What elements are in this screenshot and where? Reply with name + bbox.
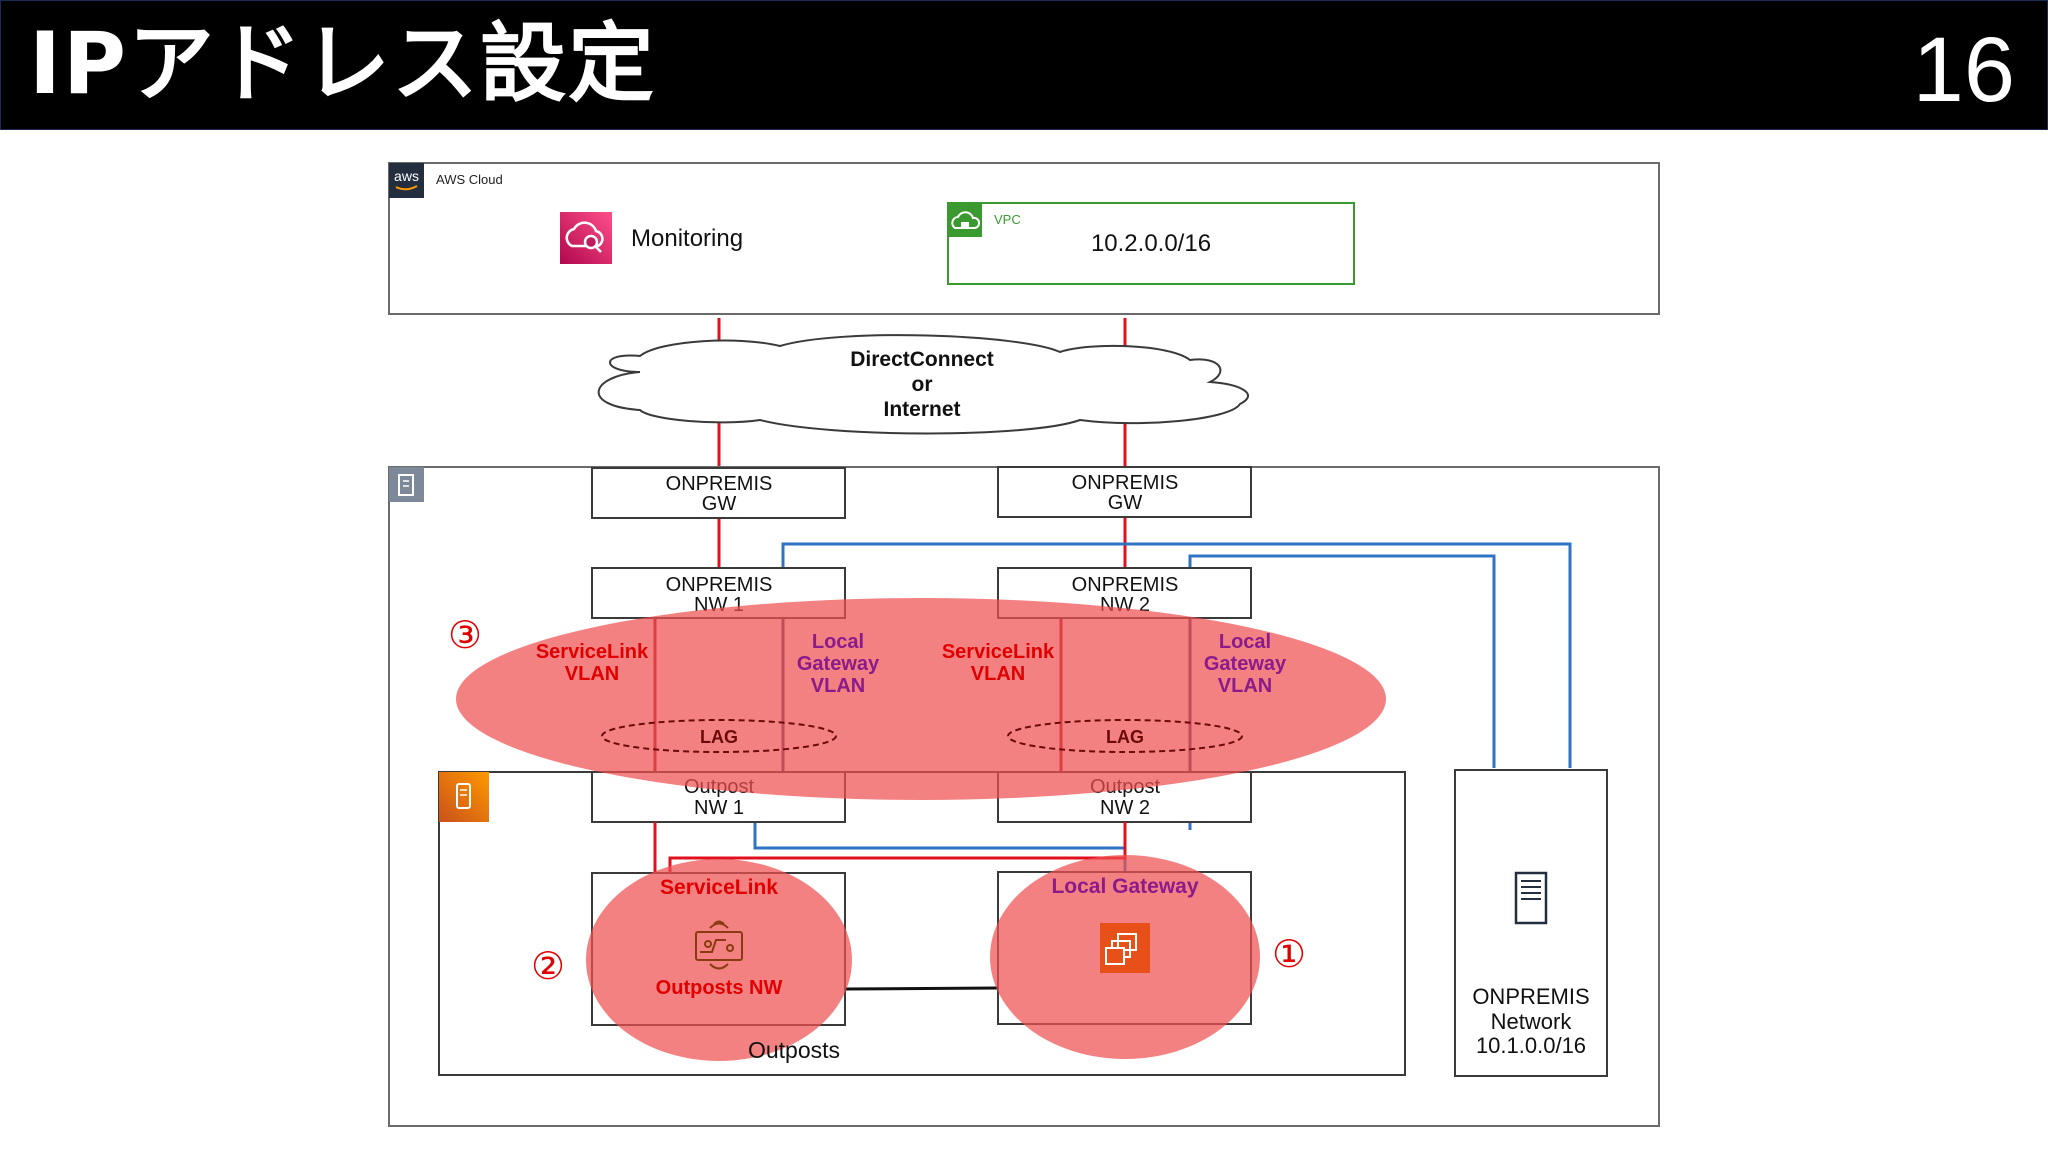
svg-text:ONPREMIS: ONPREMIS xyxy=(666,574,773,596)
svg-text:Local: Local xyxy=(812,631,864,653)
vpc-cidr: 10.2.0.0/16 xyxy=(1091,230,1211,257)
monitoring-label: Monitoring xyxy=(631,225,743,252)
ec2-instances-icon xyxy=(1100,923,1150,973)
wan-cloud: DirectConnect or Internet xyxy=(597,334,1249,435)
monitoring-icon xyxy=(560,212,612,264)
svg-text:ServiceLink: ServiceLink xyxy=(942,641,1055,663)
wan-line2: or xyxy=(912,373,933,396)
onprem-server-box: ONPREMIS Network 10.1.0.0/16 xyxy=(1454,769,1608,1077)
localgw-vlan-label-1: Local Gateway VLAN xyxy=(797,631,880,697)
svg-text:aws: aws xyxy=(394,168,419,184)
aws-cloud-label: AWS Cloud xyxy=(436,172,503,187)
svg-text:ONPREMIS: ONPREMIS xyxy=(1072,472,1179,494)
svg-text:ServiceLink: ServiceLink xyxy=(536,641,649,663)
wan-line3: Internet xyxy=(883,398,960,421)
circuit-board-icon xyxy=(695,920,743,970)
svg-text:VLAN: VLAN xyxy=(971,663,1025,685)
local-gateway-label: Local Gateway xyxy=(1051,875,1198,898)
svg-text:ONPREMIS: ONPREMIS xyxy=(1472,984,1589,1009)
outposts-icon xyxy=(439,772,489,822)
svg-text:LAG: LAG xyxy=(700,727,738,747)
svg-text:10.1.0.0/16: 10.1.0.0/16 xyxy=(1476,1033,1586,1058)
svg-text:VLAN: VLAN xyxy=(811,675,865,697)
lag-2: LAG xyxy=(1007,719,1243,753)
svg-text:NW 1: NW 1 xyxy=(694,797,744,819)
svg-text:VLAN: VLAN xyxy=(565,663,619,685)
servicelink-label: ServiceLink xyxy=(660,876,778,899)
svg-text:ONPREMIS: ONPREMIS xyxy=(1072,574,1179,596)
building-icon xyxy=(389,467,424,502)
svg-text:Network: Network xyxy=(1491,1009,1573,1034)
marker-3: ③ xyxy=(448,615,482,657)
page-number: 16 xyxy=(1912,19,2015,121)
outposts-box xyxy=(438,771,1406,1076)
outposts-interconnect-line xyxy=(844,986,999,991)
svg-text:Local: Local xyxy=(1219,631,1271,653)
outposts-nw-label: Outposts NW xyxy=(656,977,783,999)
aws-logo-icon: aws xyxy=(389,163,424,198)
localgw-vlan-label-2: Local Gateway VLAN xyxy=(1204,631,1287,697)
aws-cloud-group: aws AWS Cloud Monitoring VPC 10.2.0.0/16 xyxy=(388,162,1660,315)
servicelink-vlan-label-1: ServiceLink VLAN xyxy=(536,641,649,685)
vpc-lock-icon xyxy=(948,203,982,237)
servicelink-vlan-label-2: ServiceLink VLAN xyxy=(942,641,1055,685)
slide-header: IPアドレス設定 16 xyxy=(0,0,2048,130)
slide-title: IPアドレス設定 xyxy=(29,14,657,114)
vpc-label: VPC xyxy=(994,212,1021,227)
svg-text:NW 2: NW 2 xyxy=(1100,797,1150,819)
svg-text:Gateway: Gateway xyxy=(1204,653,1287,675)
marker-2: ② xyxy=(531,946,565,988)
server-icon xyxy=(1514,871,1548,925)
servicelink-red-lines xyxy=(653,822,1127,873)
wan-line1: DirectConnect xyxy=(850,348,994,371)
onprem-gw-2: ONPREMIS GW xyxy=(997,466,1252,518)
vpc-box xyxy=(947,202,1355,285)
outposts-label: Outposts xyxy=(748,1037,840,1063)
vlan-highlight-ellipse xyxy=(456,598,1386,800)
svg-text:LAG: LAG xyxy=(1106,727,1144,747)
onprem-gw-1: ONPREMIS GW xyxy=(591,467,846,519)
svg-text:GW: GW xyxy=(702,493,737,515)
svg-text:VLAN: VLAN xyxy=(1218,675,1272,697)
svg-text:Gateway: Gateway xyxy=(797,653,880,675)
svg-text:GW: GW xyxy=(1108,492,1143,514)
marker-1: ① xyxy=(1272,934,1306,976)
lag-1: LAG xyxy=(601,719,837,753)
svg-text:ONPREMIS: ONPREMIS xyxy=(666,473,773,495)
